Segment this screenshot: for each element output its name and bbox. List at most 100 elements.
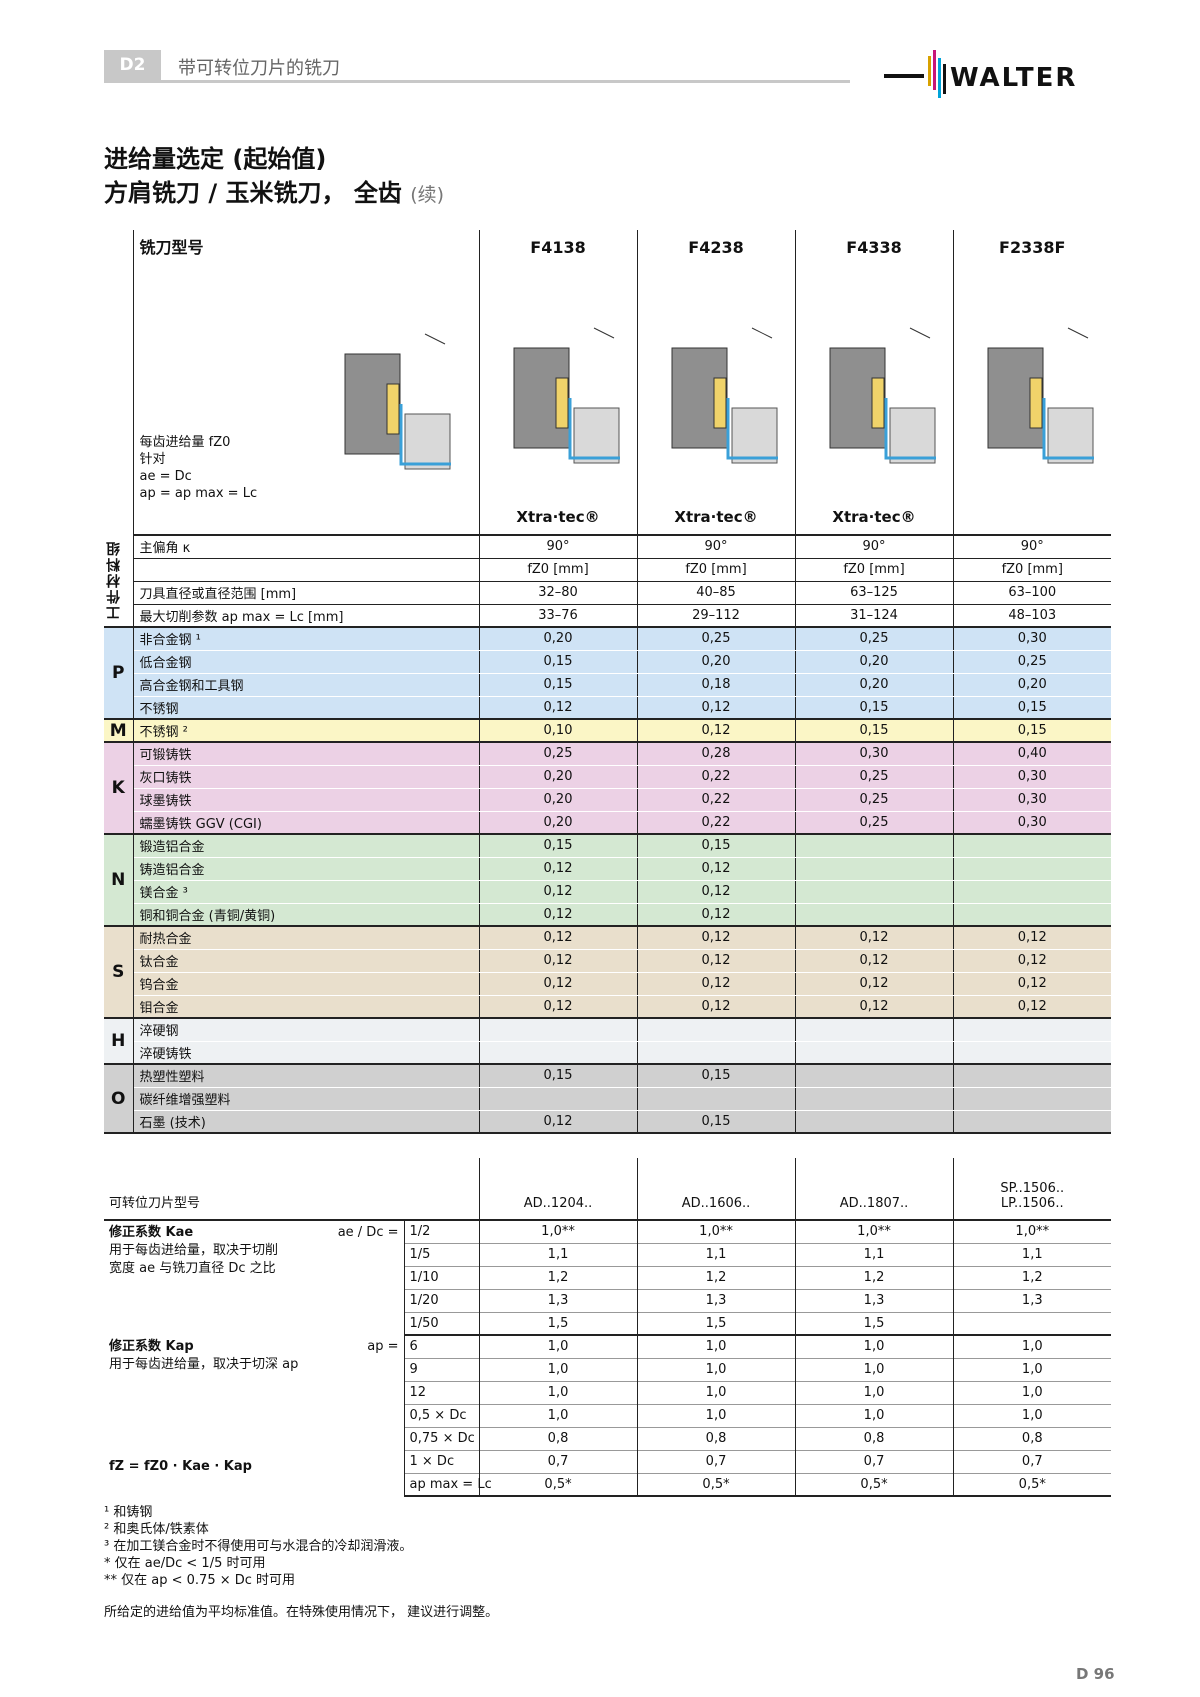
feed-value: 0,12 (478, 972, 637, 996)
feed-value: 0,12 (478, 857, 637, 881)
material-label: 石墨 (技术) (133, 1110, 479, 1134)
correction-value: 0,7 (478, 1449, 638, 1473)
correction-key: 1/50 (403, 1311, 480, 1336)
feed-value: 0,30 (952, 788, 1111, 812)
insert-type: AD..1204.. (478, 1158, 638, 1221)
correction-value: 1,2 (636, 1265, 796, 1289)
footnote: ** 仅在 ap < 0.75 × Dc 时可用 (104, 1573, 296, 1588)
geometry-value: 90° (478, 535, 637, 559)
geometry-label: 最大切削参数 ap max = Lc [mm] (133, 604, 479, 628)
feed-value (794, 1041, 953, 1065)
correction-value: 1,0** (478, 1220, 638, 1243)
material-label: 非合金钢 ¹ (133, 627, 479, 651)
page-number: D 96 (1076, 1665, 1115, 1683)
feed-value (794, 880, 953, 904)
feed-value: 0,25 (636, 627, 795, 651)
geometry-label: 刀具直径或直径范围 [mm] (133, 581, 479, 605)
feed-value: 0,15 (952, 719, 1111, 743)
feed-value (478, 1041, 637, 1065)
subtitle-text: 方肩铣刀 / 玉米铣刀， 全齿 (104, 179, 402, 207)
feed-value: 0,15 (478, 650, 637, 674)
correction-value (952, 1311, 1112, 1336)
walter-logo-icon (884, 50, 946, 98)
correction-value: 1,0 (636, 1357, 796, 1381)
feed-value (794, 1110, 953, 1134)
material-label: 碳纤维增强塑料 (133, 1087, 479, 1111)
tool-model-name: F4238 (688, 238, 744, 257)
feed-value: 0,20 (478, 788, 637, 812)
material-group-code: M (104, 719, 134, 743)
correction-value: 1,0** (952, 1220, 1112, 1243)
material-label: 蠕墨铸铁 GGV (CGI) (133, 811, 479, 835)
feed-value (794, 1087, 953, 1111)
feed-value: 0,12 (636, 880, 795, 904)
tool-column-header: F2338F (952, 230, 1111, 536)
correction-value: 1,3 (478, 1288, 638, 1312)
feed-value: 0,15 (636, 1110, 795, 1134)
feed-value: 0,20 (952, 673, 1111, 697)
correction-value: 1,0** (636, 1220, 796, 1243)
feed-value: 0,22 (636, 765, 795, 789)
feed-value (952, 903, 1111, 927)
material-group-code: S (104, 926, 134, 1019)
correction-key: 12 (403, 1380, 480, 1404)
correction-desc: 用于每齿进给量，取决于切削 (109, 1243, 279, 1258)
feed-value (952, 834, 1111, 858)
material-label: 淬硬铸铁 (133, 1041, 479, 1065)
feed-value: 0,25 (794, 627, 953, 651)
feed-value: 0,12 (478, 696, 637, 720)
feed-value (794, 834, 953, 858)
correction-value: 0,7 (636, 1449, 796, 1473)
correction-key: 0,5 × Dc (403, 1403, 480, 1427)
feed-value: 0,12 (636, 949, 795, 973)
feed-value (478, 1087, 637, 1111)
correction-value: 1,0 (952, 1357, 1112, 1381)
material-label: 热塑性塑料 (133, 1064, 479, 1088)
geometry-value: 40–85 (636, 581, 795, 605)
feed-value: 0,25 (794, 788, 953, 812)
correction-value: 1,0 (478, 1403, 638, 1427)
geometry-value: 29–112 (636, 604, 795, 628)
material-group-code: N (104, 834, 134, 927)
feed-value: 0,15 (478, 834, 637, 858)
correction-value: 1,3 (794, 1288, 954, 1312)
feed-value: 0,12 (952, 926, 1111, 950)
feed-value: 0,30 (952, 765, 1111, 789)
insert-type-line: LP..1506.. (1000, 1196, 1064, 1211)
feed-value: 0,12 (794, 926, 953, 950)
geometry-value: fZ0 [mm] (478, 558, 637, 582)
feed-value (636, 1041, 795, 1065)
material-row: 碳纤维增强塑料 (104, 1087, 1111, 1111)
insert-type: AD..1807.. (794, 1158, 954, 1221)
correction-value: 1,0** (794, 1220, 954, 1243)
footnote: ³ 在加工镁合金时不得使用可与水混合的冷却润滑液。 (104, 1539, 413, 1554)
feed-value (636, 1087, 795, 1111)
material-label: 钼合金 (133, 995, 479, 1019)
correction-value: 0,5* (478, 1472, 638, 1497)
insert-type-line: SP..1506.. (1000, 1181, 1065, 1196)
correction-value: 1,0 (478, 1335, 638, 1358)
material-group-code: P (104, 627, 134, 720)
correction-title: 修正系数 Kae (109, 1225, 194, 1240)
correction-key: ap max = Lc (403, 1472, 492, 1497)
correction-value: 0,7 (794, 1449, 954, 1473)
feed-value: 0,30 (952, 627, 1111, 651)
